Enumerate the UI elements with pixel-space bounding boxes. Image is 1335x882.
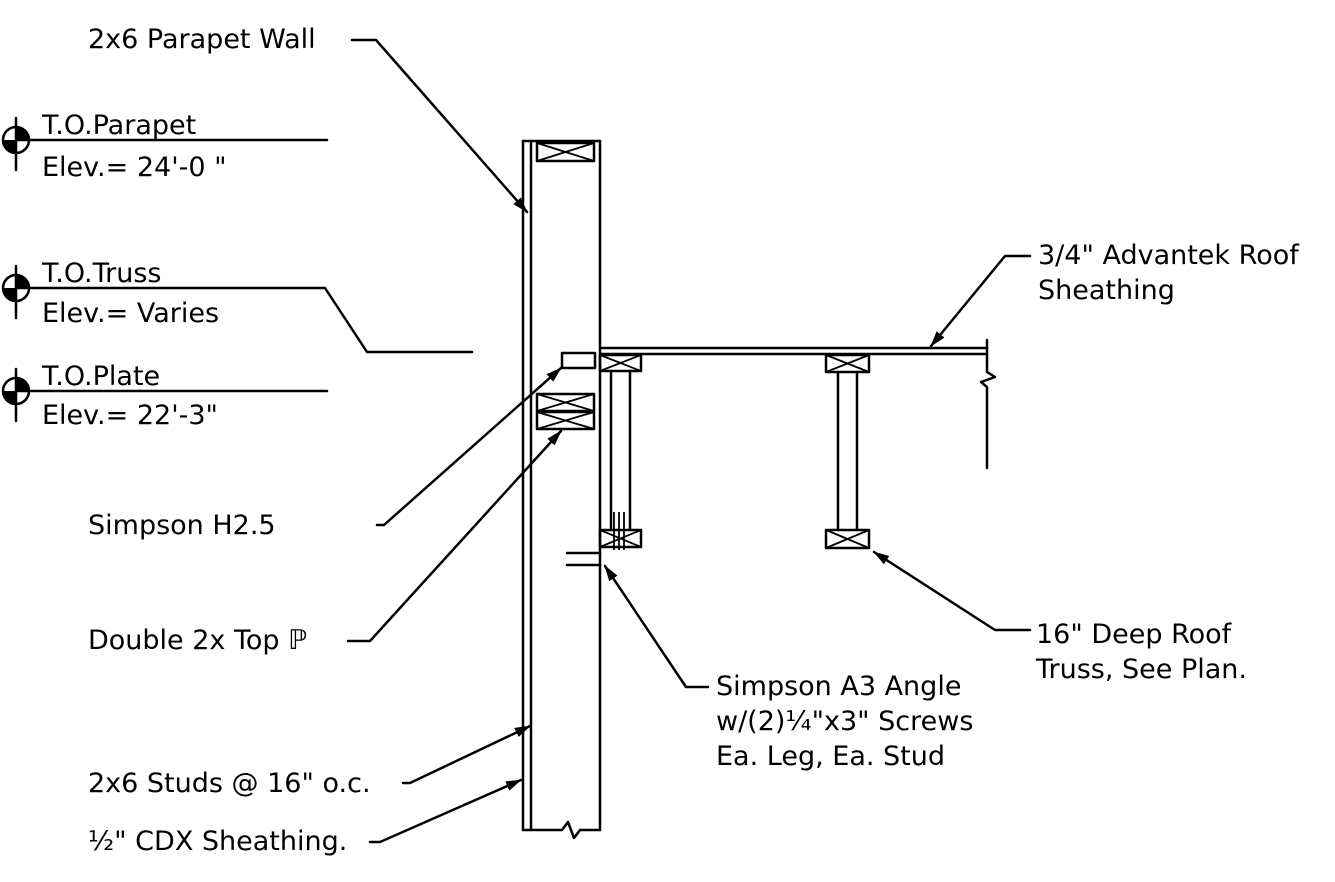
elevation-marker-plate: T.O.Plate Elev.= 22'-3": [1, 361, 329, 431]
callout-text-truss-1: 16" Deep Roof: [1036, 619, 1233, 650]
elevation-name-plate: T.O.Plate: [41, 361, 160, 392]
callout-text-studs: 2x6 Studs @ 16" o.c.: [88, 768, 371, 799]
leader-arrow-icon: [929, 254, 1032, 348]
callout-roof-truss: 16" Deep Roof Truss, See Plan.: [872, 550, 1247, 685]
elevation-value-truss: Elev.= Varies: [42, 298, 219, 329]
callout-text-angle-1: Simpson A3 Angle: [716, 671, 961, 702]
leader-arrow-icon: [603, 564, 710, 689]
callout-parapet-wall: 2x6 Parapet Wall: [88, 24, 529, 214]
blocking-cross-icon: [824, 528, 871, 550]
double-top-plate: [535, 392, 596, 431]
parapet-cap-plate: [535, 141, 596, 163]
elevation-name-truss: T.O.Truss: [41, 258, 161, 289]
callout-text-roof-sheathing-1: 3/4" Advantek Roof: [1038, 240, 1300, 271]
callout-text-truss-2: Truss, See Plan.: [1035, 654, 1247, 685]
roof-sheathing: [598, 338, 997, 470]
simpson-h25-clip: [560, 351, 597, 370]
leader-arrow-icon: [872, 550, 1032, 632]
callout-text-roof-sheathing-2: Sheathing: [1038, 275, 1175, 306]
elevation-marker-truss: T.O.Truss Elev.= Varies: [1, 258, 474, 354]
callout-simpson-h25: Simpson H2.5: [88, 366, 563, 541]
leader-arrow-icon: [401, 724, 532, 785]
parapet-wall: [521, 139, 602, 840]
callout-a3-angle: Simpson A3 Angle w/(2)¼"x3" Screws Ea. L…: [603, 564, 973, 772]
break-line-icon: [521, 820, 602, 840]
leader-arrow-icon: [350, 38, 529, 214]
break-line-icon: [979, 360, 997, 470]
callout-text-parapet-wall: 2x6 Parapet Wall: [88, 24, 316, 55]
callout-text-simpson-h25: Simpson H2.5: [88, 510, 276, 541]
simpson-a3-angle: [565, 551, 602, 567]
leader-arrow-icon: [368, 778, 523, 844]
roof-truss-interior: [824, 353, 871, 550]
callout-wall-sheathing: ½" CDX Sheathing.: [88, 778, 523, 857]
elevation-value-plate: Elev.= 22'-3": [42, 400, 218, 431]
leader-arrow-icon: [346, 429, 563, 643]
callout-roof-sheathing: 3/4" Advantek Roof Sheathing: [929, 240, 1300, 348]
elevation-name-parapet: T.O.Parapet: [41, 110, 196, 141]
callout-text-top-plate: Double 2x Top ℙ: [88, 625, 307, 656]
elevation-value-parapet: Elev.= 24'-0 ": [42, 152, 227, 183]
callout-top-plate: Double 2x Top ℙ: [88, 429, 563, 656]
elevation-marker-parapet: T.O.Parapet Elev.= 24'-0 ": [1, 110, 329, 183]
leader-arrow-icon: [375, 366, 563, 527]
callout-text-angle-2: w/(2)¼"x3" Screws: [716, 706, 973, 737]
roof-truss-end: [598, 353, 643, 550]
callout-studs: 2x6 Studs @ 16" o.c.: [88, 724, 532, 799]
callout-text-wall-sheathing: ½" CDX Sheathing.: [88, 826, 347, 857]
callout-text-angle-3: Ea. Leg, Ea. Stud: [716, 741, 945, 772]
